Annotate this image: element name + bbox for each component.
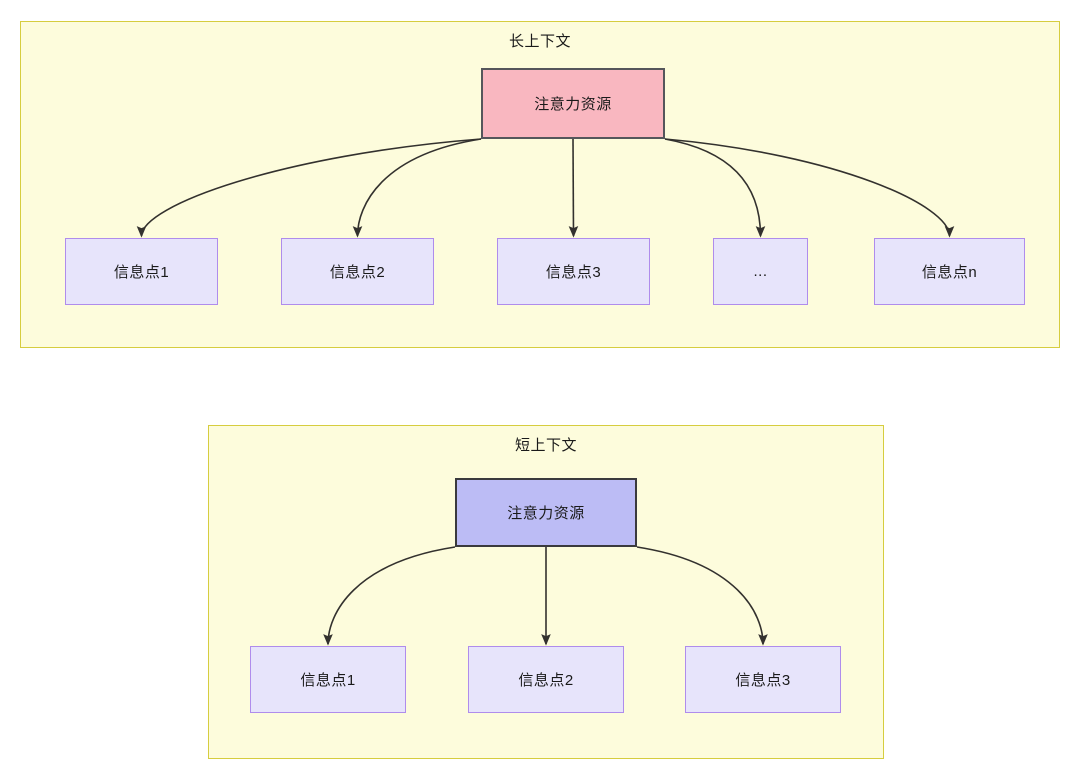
group-long-context-title: 长上下文 (508, 33, 571, 50)
node-label: 注意力资源 (534, 96, 612, 113)
node-attention-resource-short[interactable]: 注意力资源 (455, 478, 637, 547)
node-label: 信息点3 (545, 264, 602, 281)
node-info-point[interactable]: 信息点1 (250, 646, 406, 713)
node-info-point[interactable]: 信息点3 (685, 646, 841, 713)
node-attention-resource-long[interactable]: 注意力资源 (481, 68, 665, 139)
node-label: 信息点2 (518, 672, 574, 689)
node-info-point[interactable]: 信息点2 (281, 238, 434, 305)
node-label: 信息点2 (329, 264, 386, 281)
node-label: 信息点n (921, 264, 978, 281)
node-info-point[interactable]: 信息点3 (497, 238, 650, 305)
node-label: 信息点1 (113, 264, 170, 281)
node-label: ... (753, 263, 768, 280)
group-short-context-title: 短上下文 (514, 437, 577, 454)
node-label: 信息点3 (735, 672, 791, 689)
node-info-point[interactable]: 信息点2 (468, 646, 624, 713)
node-info-point[interactable]: ... (713, 238, 808, 305)
node-info-point[interactable]: 信息点n (874, 238, 1025, 305)
node-info-point[interactable]: 信息点1 (65, 238, 218, 305)
node-label: 注意力资源 (507, 505, 585, 522)
node-label: 信息点1 (300, 672, 356, 689)
